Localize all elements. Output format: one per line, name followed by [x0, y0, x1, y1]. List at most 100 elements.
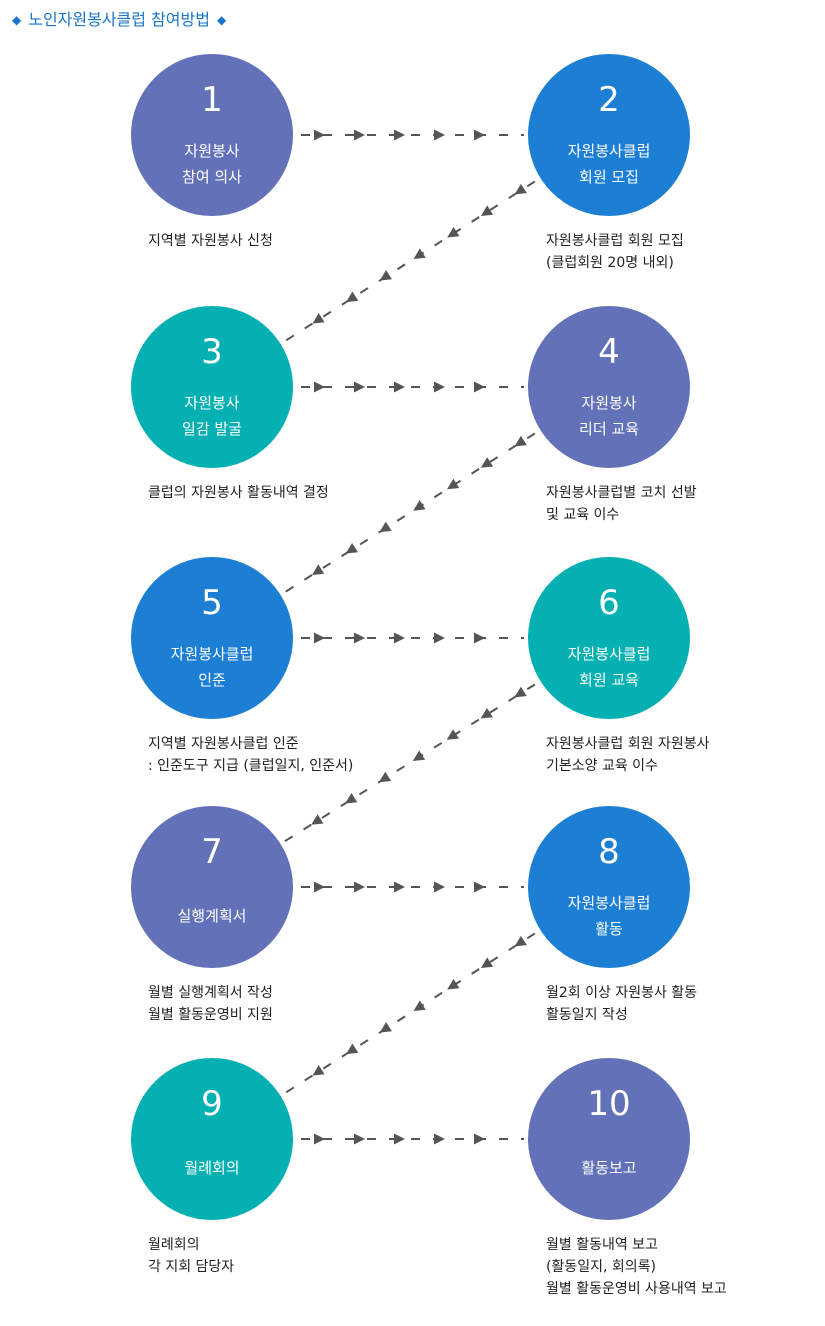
arrowhead-icon	[514, 435, 527, 447]
diagonal-arrow	[281, 432, 536, 595]
arrowhead-icon	[447, 978, 460, 990]
arrowhead-icon	[379, 1022, 392, 1033]
page-heading: ◆노인자원봉사클럽 참여방법◆	[12, 6, 226, 30]
arrowhead-icon	[474, 881, 485, 893]
arrowhead-icon	[434, 632, 445, 644]
step-number: 4	[598, 332, 620, 372]
description-line: 자원봉사클럽 회원 모집	[546, 233, 684, 249]
arrowhead-icon	[314, 129, 325, 141]
arrowhead-icon	[447, 478, 460, 490]
step-9-circle: 9 월례회의	[131, 1058, 293, 1220]
step-number: 6	[598, 583, 620, 623]
arrowhead-icon	[394, 632, 405, 644]
arrowhead-icon	[312, 313, 325, 324]
step-title-line: 실행계획서	[177, 907, 247, 925]
step-title: 활동보고	[528, 1155, 690, 1181]
arrowhead-icon	[446, 729, 459, 740]
heading-title: 노인자원봉사클럽 참여방법	[28, 10, 210, 29]
step-10-circle: 10 활동보고	[528, 1058, 690, 1220]
diagonal-arrow	[281, 180, 536, 344]
arrowhead-icon	[314, 1133, 325, 1145]
step-title-line: 자원봉사	[581, 394, 637, 412]
arrowhead-icon	[345, 543, 358, 554]
description-line: : 인준도구 지급 (클럽일지, 인준서)	[148, 758, 354, 774]
arrowhead-icon	[314, 881, 325, 893]
step-number: 1	[201, 80, 223, 120]
arrowhead-icon	[312, 564, 325, 575]
arrowhead-icon	[434, 381, 445, 393]
horizontal-arrow	[301, 1133, 524, 1145]
arrowhead-icon	[447, 226, 460, 238]
description-line: 자원봉사클럽별 코치 선발	[546, 485, 697, 501]
diamond-bullet-icon: ◆	[216, 13, 227, 27]
arrowhead-icon	[354, 1133, 365, 1145]
step-title-line: 활동보고	[581, 1159, 637, 1177]
description-line: 자원봉사클럽 회원 자원봉사	[546, 736, 710, 752]
arrowhead-icon	[354, 881, 365, 893]
arrowhead-icon	[514, 183, 527, 195]
arrowhead-icon	[394, 1133, 405, 1145]
arrowhead-icon	[346, 1043, 359, 1055]
arrowhead-icon	[474, 1133, 485, 1145]
arrowhead-icon	[412, 750, 426, 761]
description-line: 월2회 이상 자원봉사 활동	[546, 985, 698, 1001]
step-number: 9	[201, 1084, 223, 1124]
arrowhead-icon	[379, 270, 392, 281]
horizontal-arrow	[301, 632, 524, 644]
description-line: 활동일지 작성	[546, 1007, 628, 1023]
step-title-line: 인준	[198, 671, 226, 689]
step-10-description: 월별 활동내역 보고(활동일지, 회의록)월별 활동운영비 사용내역 보고	[546, 1234, 727, 1300]
arrowhead-icon	[474, 129, 485, 141]
arrowhead-icon	[345, 793, 358, 804]
step-number: 3	[201, 332, 223, 372]
step-title-line: 리더 교육	[579, 420, 639, 438]
arrowhead-icon	[354, 632, 365, 644]
description-line: 월별 활동운영비 지원	[148, 1007, 273, 1023]
arrowhead-icon	[480, 457, 494, 468]
diagonal-arrow	[281, 932, 536, 1096]
arrowhead-icon	[314, 632, 325, 644]
step-title: 월례회의	[131, 1155, 293, 1181]
arrowhead-icon	[379, 521, 392, 533]
arrowhead-icon	[378, 771, 392, 783]
arrowhead-icon	[413, 248, 426, 259]
arrowhead-icon	[480, 205, 494, 216]
step-title-line: 자원봉사클럽	[567, 894, 651, 912]
arrowhead-icon	[394, 881, 405, 893]
arrowhead-icon	[474, 381, 485, 393]
description-line: 클럽의 자원봉사 활동내역 결정	[148, 485, 329, 501]
horizontal-arrow	[301, 381, 524, 393]
step-2-description: 자원봉사클럽 회원 모집 (클럽회원 20명 내외)	[546, 230, 684, 274]
step-number: 8	[598, 832, 620, 872]
arrowhead-icon	[394, 381, 405, 393]
arrowhead-icon	[480, 957, 494, 968]
horizontal-arrow	[301, 129, 524, 141]
step-1-description: 지역별 자원봉사 신청	[148, 230, 273, 252]
arrowhead-icon	[354, 129, 365, 141]
description-line: 월례회의	[148, 1237, 200, 1253]
step-number: 10	[587, 1084, 631, 1124]
description-line: (클럽회원 20명 내외)	[546, 255, 674, 271]
description-line: 각 지회 담당자	[148, 1259, 235, 1275]
step-number: 5	[201, 583, 223, 623]
arrowhead-icon	[514, 686, 527, 698]
arrowhead-icon	[413, 500, 426, 511]
step-title-line: 자원봉사	[184, 394, 240, 412]
arrowhead-icon	[514, 935, 527, 947]
step-number: 2	[598, 80, 620, 120]
